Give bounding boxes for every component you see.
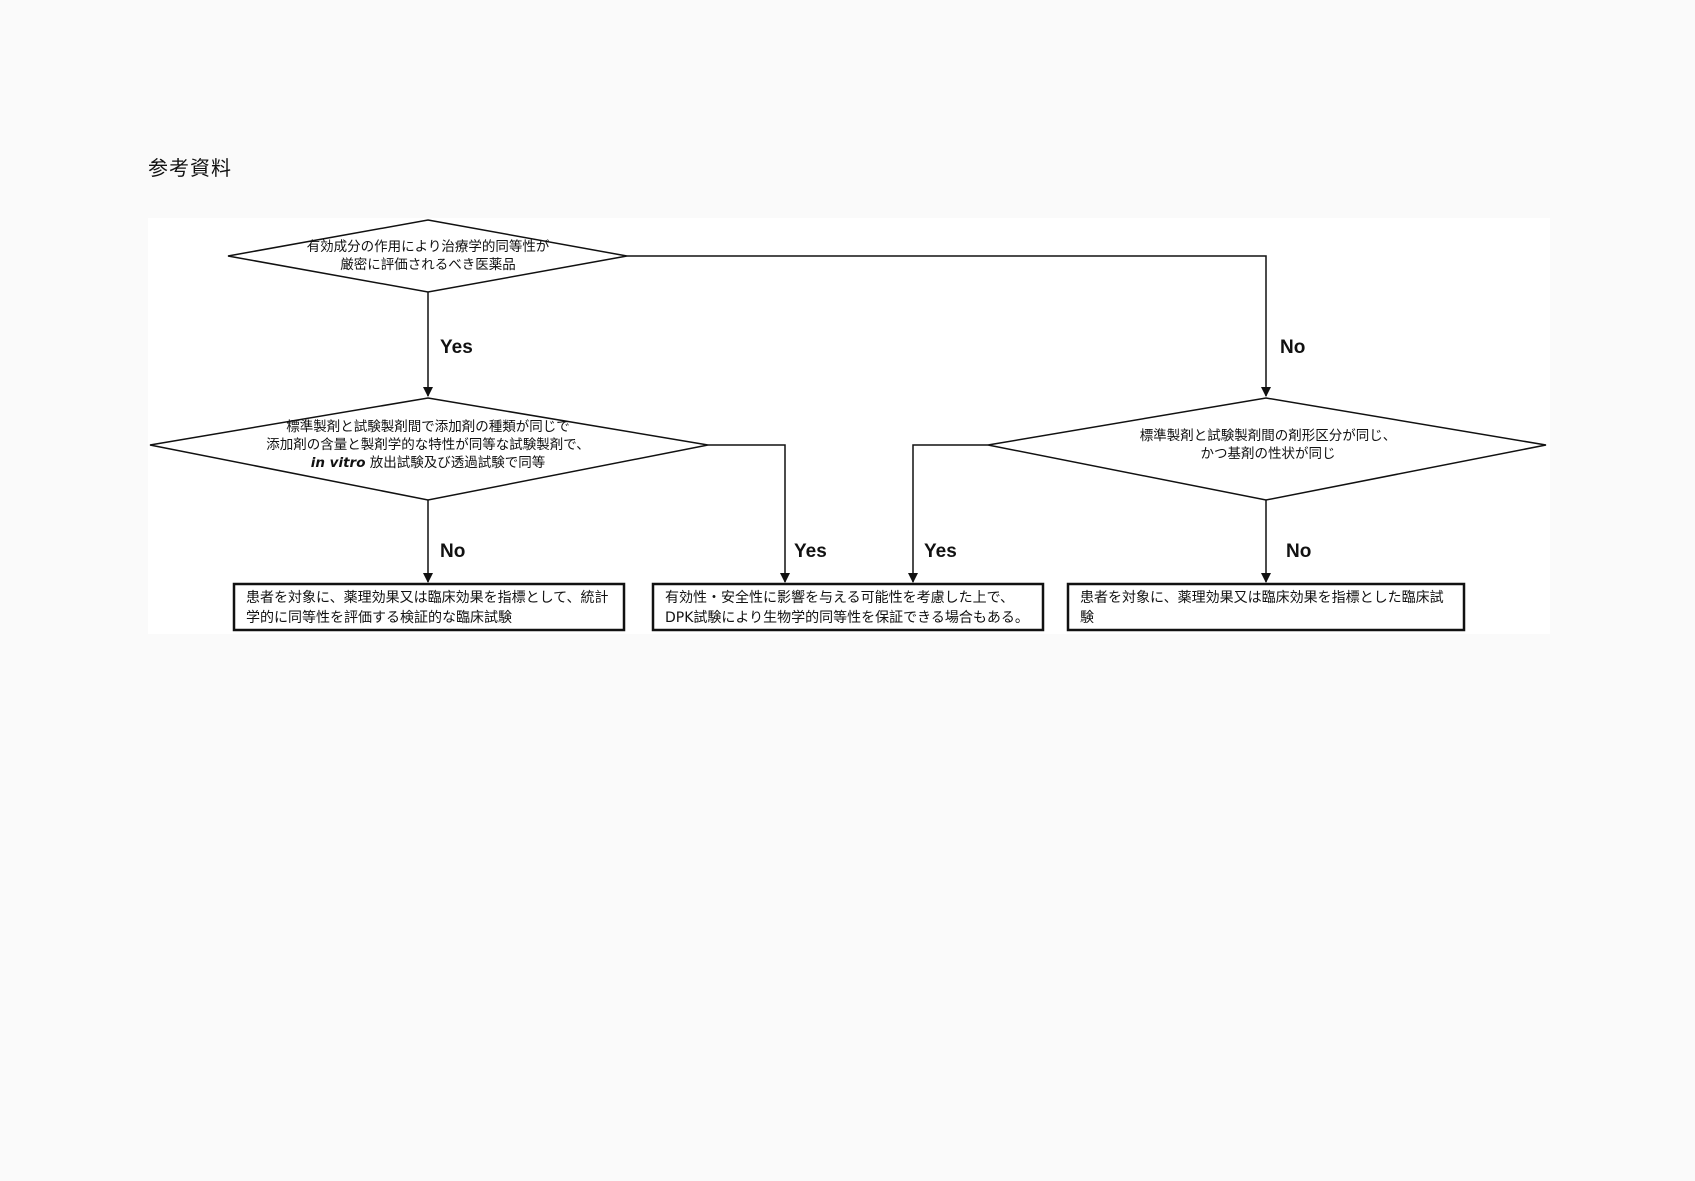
decision-2-line-1: 標準製剤と試験製剤間で添加剤の種類が同じで [286,419,570,435]
edge-label-d3-yes: Yes [924,541,957,562]
outcome-right-box [1066,582,1466,632]
flowchart: 有効成分の作用により治療学的同等性が 厳密に評価されるべき医薬品 標準製剤と試験… [148,218,1550,634]
decision-1-line-2: 厳密に評価されるべき医薬品 [340,257,516,273]
decision-3-line-1: 標準製剤と試験製剤間の剤形区分が同じ、 [1139,428,1397,444]
outcome-left-box [232,582,626,632]
edge-label-d1-no: No [1280,337,1306,358]
edge-label-d3-no: No [1286,541,1312,562]
decision-3-text: 標準製剤と試験製剤間の剤形区分が同じ、 かつ基剤の性状が同じ [1078,423,1458,467]
edge-d1-no [627,255,1271,397]
page-heading: 参考資料 [148,156,232,180]
edge-d3-yes [908,444,988,583]
in-vitro-label: in vitro [310,455,366,471]
decision-1-line-1: 有効成分の作用により治療学的同等性が [306,239,550,255]
flowchart-canvas [149,219,1547,632]
decision-2-line-2: 添加剤の含量と製剤学的な特性が同等な試験製剤で、 [266,437,590,453]
outcome-left-text: 患者を対象に、薬理効果又は臨床効果を指標として、統計学的に同等性を評価する検証的… [246,590,609,626]
outcome-middle-box [651,582,1045,632]
edge-d2-yes [708,444,790,583]
edge-label-d2-no: No [440,541,466,562]
decision-1-text: 有効成分の作用により治療学的同等性が 厳密に評価されるべき医薬品 [278,226,578,286]
decision-3-line-2: かつ基剤の性状が同じ [1200,446,1336,462]
outcome-middle-text: 有効性・安全性に影響を与える可能性を考慮した上で、DPK試験により生物学的同等性… [665,590,1029,626]
outcome-right-text: 患者を対象に、薬理効果又は臨床効果を指標とした臨床試験 [1080,590,1444,626]
edge-label-d2-yes: Yes [794,541,827,562]
decision-2-line-3: in vitro 放出試験及び透過試験で同等 [311,454,546,472]
decision-2-text: 標準製剤と試験製剤間で添加剤の種類が同じで 添加剤の含量と製剤学的な特性が同等な… [208,416,648,474]
decision-2-line-3-rest: 放出試験及び透過試験で同等 [365,455,546,471]
edge-label-d1-yes: Yes [440,337,473,358]
